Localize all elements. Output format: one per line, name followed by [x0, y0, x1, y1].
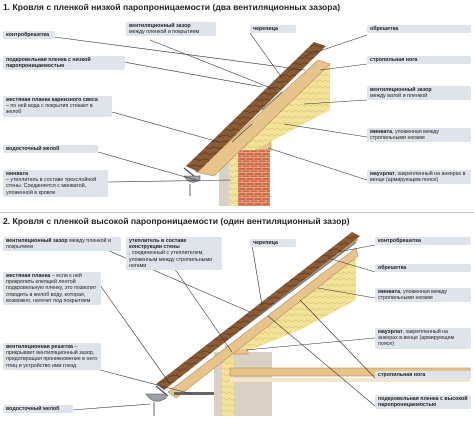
roof-tiles — [186, 42, 326, 172]
brick-wall — [238, 148, 270, 206]
leader-lines-1 — [53, 32, 368, 183]
label-vodostochny-zhelob-2: водосточный желоб — [3, 405, 73, 414]
label-uteplitel-2: утеплитель в составе конструкции стены ,… — [126, 237, 222, 271]
label-mauerlat-1: мауэрлат, закрепленный на анкерах в венц… — [367, 170, 471, 185]
label-minvata-right-1: минвата, уложенная между стропильными но… — [367, 128, 471, 143]
label-cherepitsa-1: черепица — [250, 25, 296, 34]
label-cherepitsa-2: черепица — [250, 239, 296, 248]
section1-title: 1. Кровля с пленкой низкой паропроницаем… — [3, 2, 341, 12]
label-zhestyanaya-planka-2: жестяная планка – если к ней прикрепить … — [3, 272, 101, 306]
section2-title: 2. Кровля с пленкой высокой паропроницае… — [3, 216, 350, 226]
label-kontrobreshetka-1: контробрешетка — [3, 31, 55, 40]
roof-diagram-2 — [145, 232, 471, 416]
label-stropilnaya-noga-1: стропильная нога — [367, 56, 471, 65]
section-divider — [0, 212, 474, 213]
inner-wall — [219, 150, 229, 206]
label-vent-zazor-1: вентиляционный зазор между пленкой и пок… — [126, 22, 216, 37]
label-minvata-2: минвата, уложенная между стропильными но… — [375, 288, 471, 303]
label-obreshetka-2: обрешетка — [375, 264, 471, 273]
label-vent-zazor-2: вентиляционный зазор между пленкой и пок… — [3, 237, 121, 252]
roof-diagram-1 — [183, 42, 331, 206]
rafter — [195, 59, 331, 177]
label-plenka-nizkoi: подкровельная пленка с низкой паропрониц… — [3, 56, 125, 71]
wall-insulation-2 — [222, 352, 234, 416]
label-plenka-vysokoi-2: подкровельная пленка с высокой паропрони… — [375, 395, 471, 410]
rafter-2 — [167, 247, 359, 399]
label-vent-reshetka-2: вентиляционная решетка – прикрывает вент… — [3, 343, 101, 370]
airflow-arrows — [231, 91, 283, 143]
eaves-flashing — [183, 167, 195, 177]
label-zhestyanaya-planka-1: жестяная планка карнизного свеса – по не… — [3, 96, 112, 117]
gutter-2 — [145, 393, 167, 402]
wall-insulation — [229, 150, 238, 206]
vent-grille — [174, 392, 214, 395]
label-kontrobreshetka-2: контробрешетка — [375, 237, 471, 246]
label-minvata-1: минвата – утеплитель в составе трехслойн… — [3, 170, 108, 197]
label-vent-zazor2-1: вентиляционный зазор между ватой и пленк… — [367, 86, 471, 101]
label-obreshetka-1: обрешетка — [367, 25, 471, 34]
label-vodostochny-zhelob-1: водосточный желоб — [3, 145, 98, 154]
ceiling-board — [230, 378, 470, 382]
roof-tiles-2 — [156, 232, 360, 390]
label-mauerlat-2: мауэрлат, закрепленный на анкерах в венц… — [375, 328, 471, 349]
label-stropilnaya-noga-2: стропильная нога — [375, 371, 471, 380]
leader-lines-2 — [71, 244, 376, 411]
